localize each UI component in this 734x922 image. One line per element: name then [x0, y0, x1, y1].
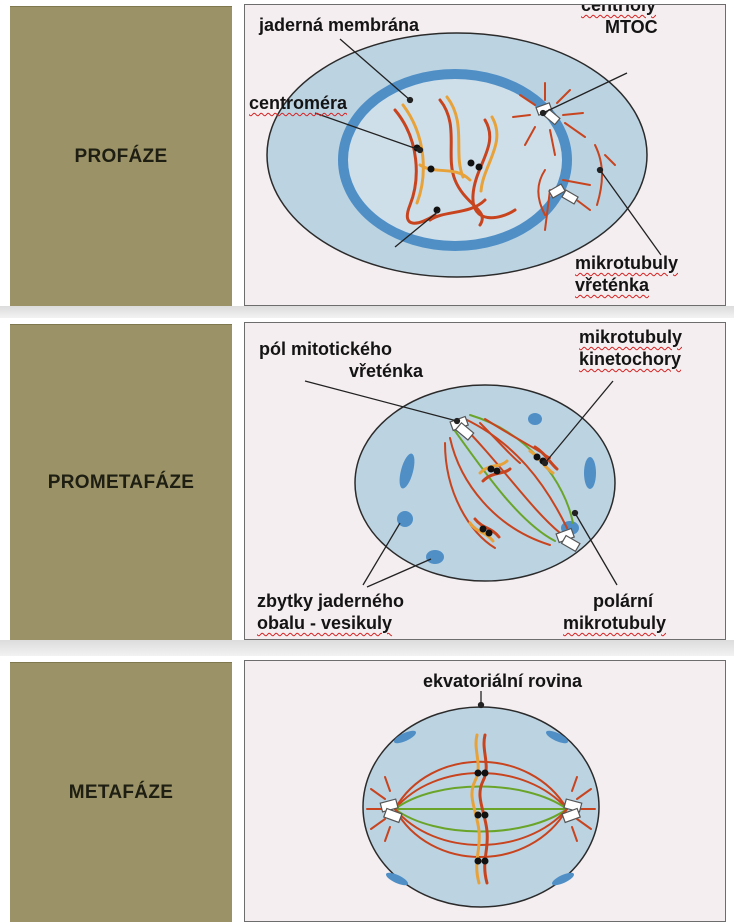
cell-body — [355, 385, 615, 581]
stage-label-box: PROMETAFÁZE — [10, 324, 232, 640]
row-separator — [0, 306, 734, 318]
label-mtoc: MTOC — [605, 17, 658, 37]
row-metaphase: METAFÁZE — [0, 656, 734, 922]
label-polar-microtubules-line2: mikrotubuly — [563, 613, 666, 633]
prometaphase-diagram-panel: pól mitotického vřeténka mikrotubuly kin… — [244, 322, 726, 640]
prophase-diagram-panel: jaderná membrána centrioly MTOC centromé… — [244, 4, 726, 306]
label-envelope-remnants-line1: zbytky jaderného — [257, 591, 404, 611]
stage-name: METAFÁZE — [69, 782, 173, 804]
stage-label-box: METAFÁZE — [10, 662, 232, 922]
label-centromere: centroméra — [249, 93, 347, 113]
label-equatorial-plane: ekvatoriální rovina — [423, 671, 582, 691]
metaphase-cell-illustration — [245, 661, 726, 922]
stage-name: PROMETAFÁZE — [48, 472, 195, 494]
label-spindle-microtubules-line2: vřeténka — [575, 275, 649, 295]
label-envelope-remnants-line2: obalu - vesikuly — [257, 613, 392, 633]
row-separator — [0, 640, 734, 656]
label-spindle-microtubules-line1: mikrotubuly — [575, 253, 678, 273]
label-kinetochore-microtubules-line1: mikrotubuly — [579, 327, 682, 347]
label-kinetochore-microtubules-line2: kinetochory — [579, 349, 681, 369]
nuclear-membrane-ring — [343, 74, 567, 246]
label-spindle-pole-line1: pól mitotického — [259, 339, 392, 359]
row-prophase: PROFÁZE — [0, 0, 734, 306]
label-polar-microtubules-line1: polární — [593, 591, 653, 611]
stage-label-box: PROFÁZE — [10, 6, 232, 306]
stage-name: PROFÁZE — [75, 146, 168, 168]
label-nuclear-membrane: jaderná membrána — [259, 15, 419, 35]
label-spindle-pole-line2: vřeténka — [349, 361, 423, 381]
metaphase-diagram-panel: ekvatoriální rovina — [244, 660, 726, 922]
leader-lines — [479, 691, 484, 708]
label-centrioles: centrioly — [581, 4, 656, 15]
row-prometaphase: PROMETAFÁZE — [0, 318, 734, 640]
